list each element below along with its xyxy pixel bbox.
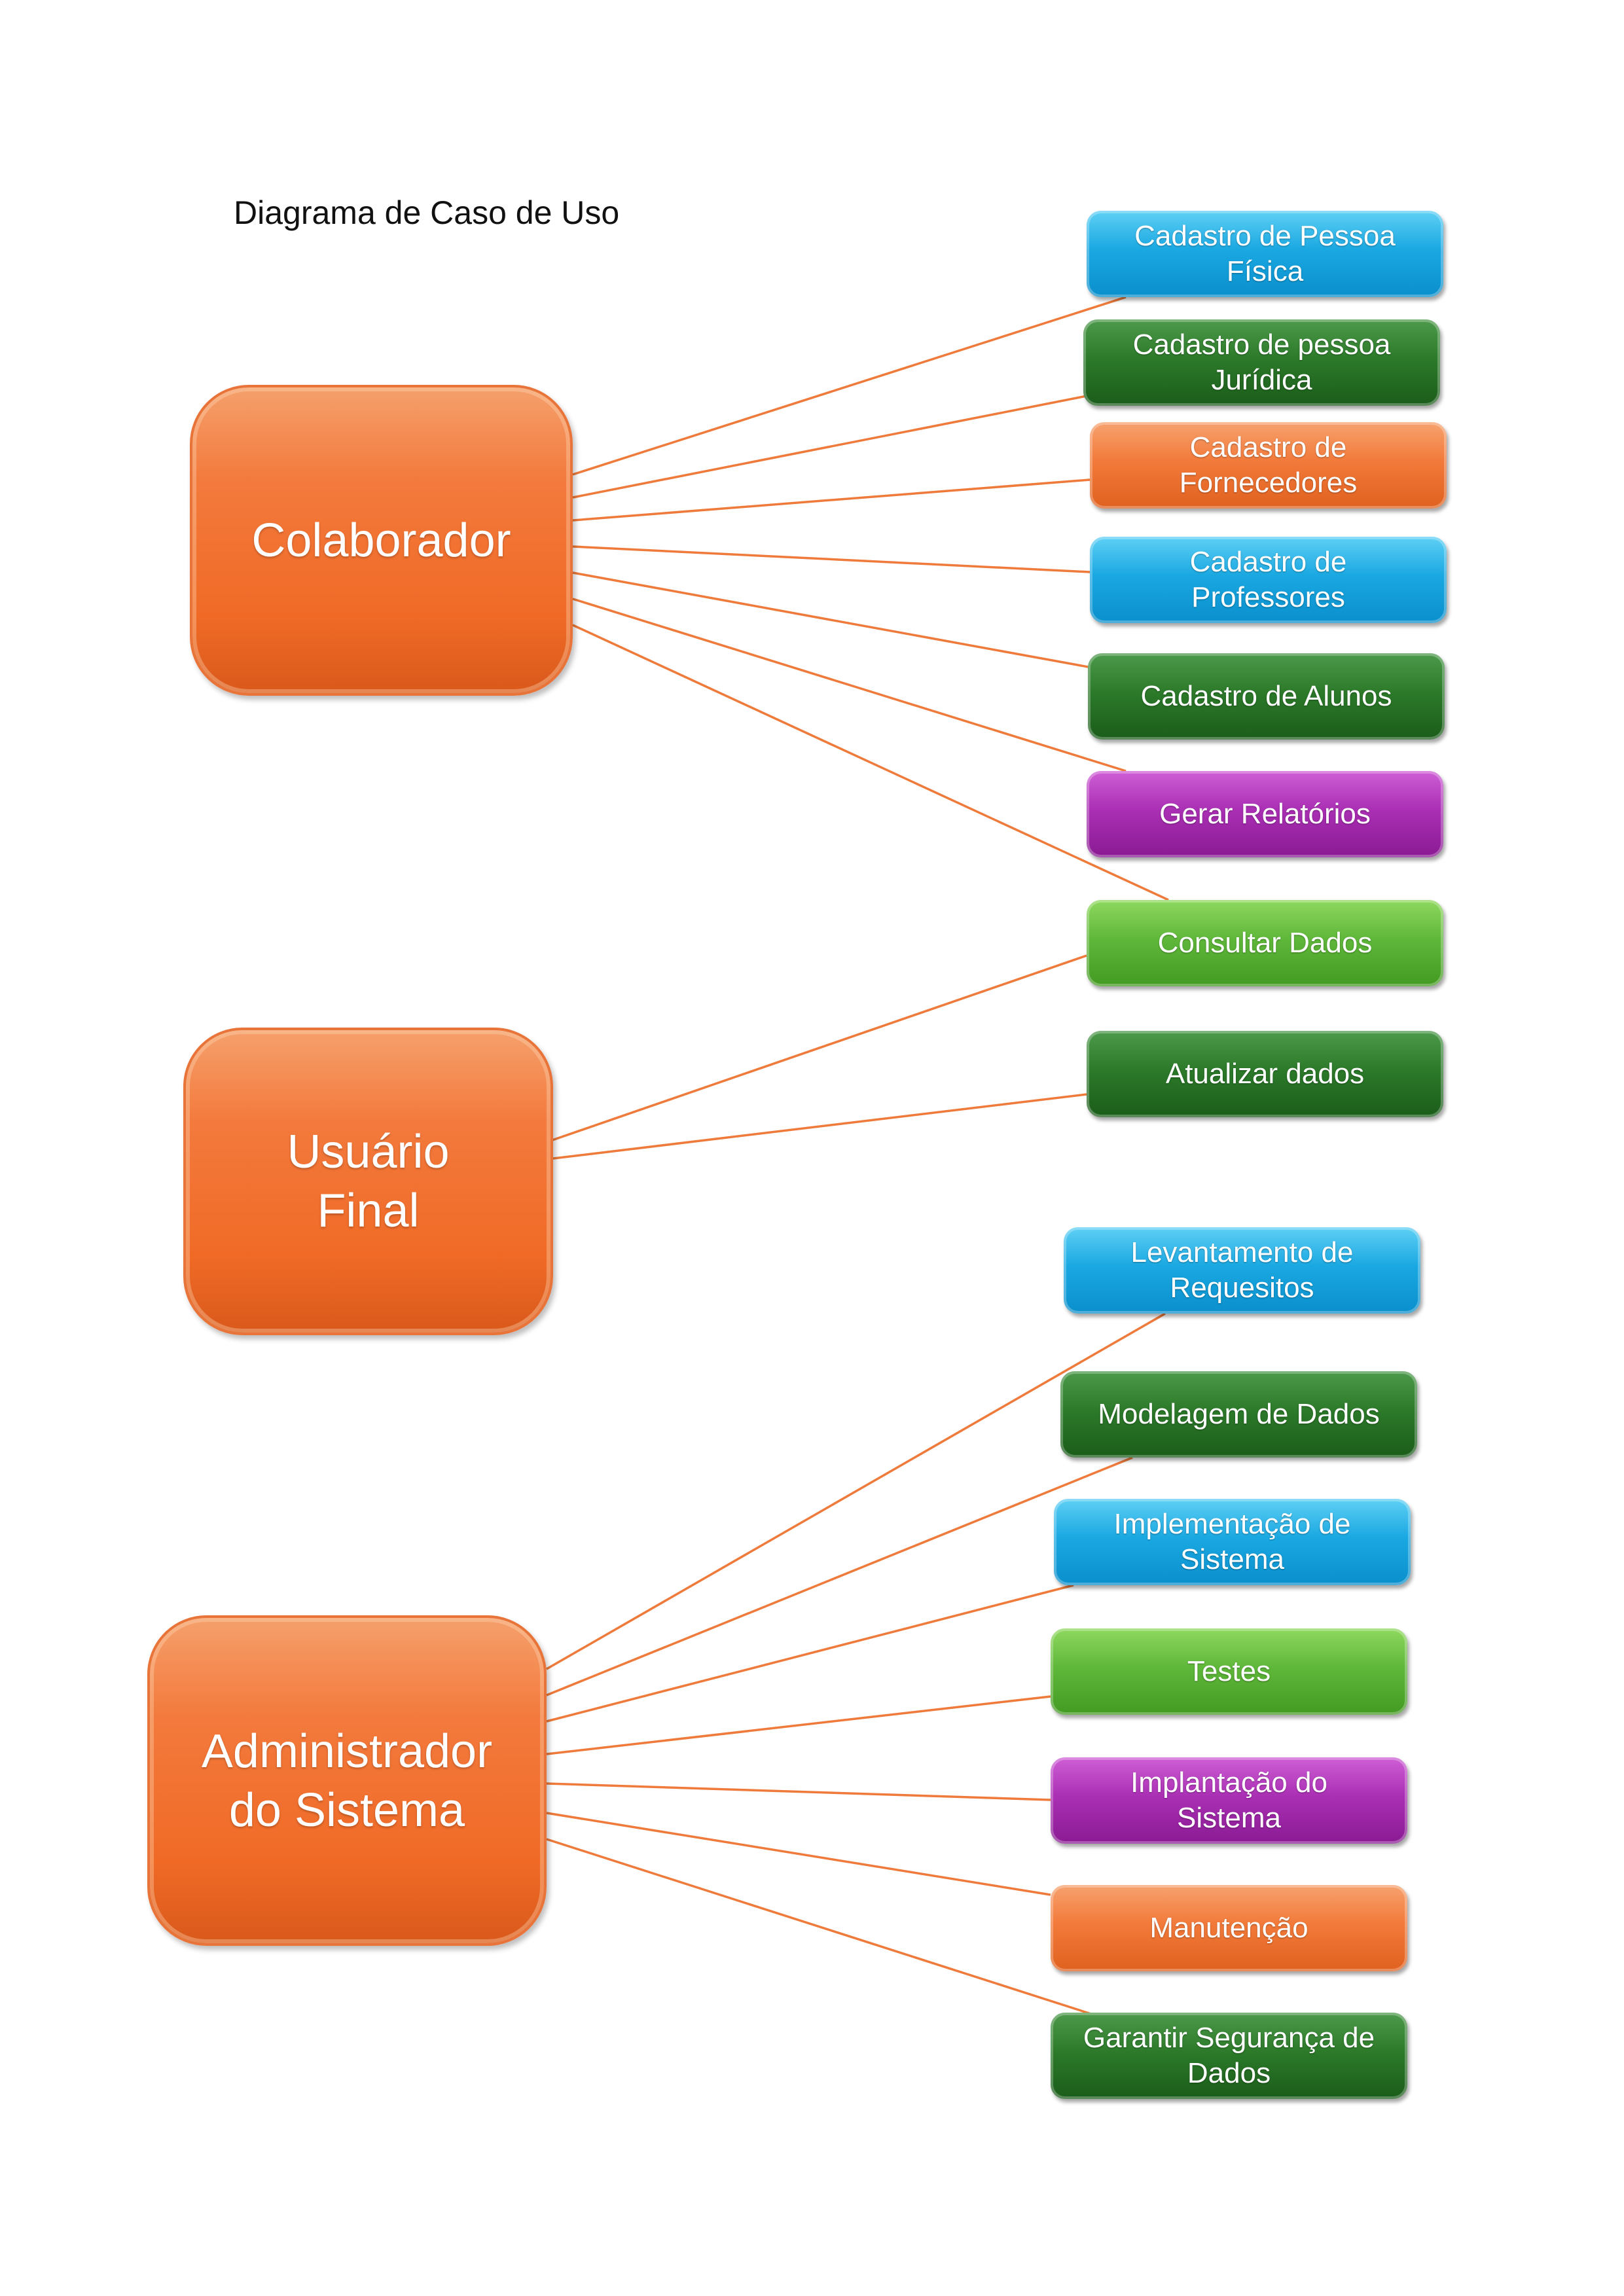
use-case-testes: Testes xyxy=(1051,1628,1407,1715)
use-case-atualizar-dados: Atualizar dados xyxy=(1087,1031,1443,1117)
actor-label: Colaborador xyxy=(251,514,511,567)
use-case-cadastro-de-alunos: Cadastro de Alunos xyxy=(1088,653,1445,740)
use-case-label: Consultar Dados xyxy=(1157,927,1373,959)
use-case-label: Cadastro de Alunos xyxy=(1140,680,1392,712)
connector-colaborador-cadastro-de-pessoa-juridica xyxy=(572,395,1087,499)
connector-admin-testes xyxy=(546,1695,1051,1755)
use-case-consultar-dados: Consultar Dados xyxy=(1087,900,1443,986)
use-case-manutencao: Manutenção xyxy=(1051,1885,1407,1971)
connector-colaborador-gerar-relatorios xyxy=(572,598,1127,772)
connector-admin-implementacao-de-sistema xyxy=(546,1584,1074,1723)
connector-admin-manutencao xyxy=(546,1812,1051,1896)
use-case-label: Atualizar dados xyxy=(1165,1058,1365,1090)
connector-usuario-final-consultar-dados xyxy=(546,954,1087,1143)
use-case-label: Testes xyxy=(1187,1655,1271,1687)
use-case-label: Modelagem de Dados xyxy=(1098,1398,1380,1430)
use-case-label: Gerar Relatórios xyxy=(1159,798,1371,830)
use-case-gerar-relatorios: Gerar Relatórios xyxy=(1087,771,1443,857)
use-case-label: Manutenção xyxy=(1149,1912,1308,1944)
connector-colaborador-cadastro-de-pessoa-fisica xyxy=(572,296,1127,476)
connector-admin-garantir-seguranca-de-dados xyxy=(546,1838,1094,2016)
connector-colaborador-cadastro-de-fornecedores xyxy=(572,478,1091,522)
page-title: Diagrama de Caso de Uso xyxy=(234,194,620,231)
connector-admin-levantamento-de-requesitos xyxy=(546,1312,1166,1670)
connector-colaborador-cadastro-de-alunos xyxy=(572,571,1092,669)
actor-colaborador: Colaborador xyxy=(190,385,573,696)
connector-usuario-final-atualizar-dados xyxy=(552,1093,1087,1160)
use-case-modelagem-de-dados: Modelagem de Dados xyxy=(1060,1371,1417,1458)
connector-admin-modelagem-de-dados xyxy=(546,1456,1133,1696)
connector-colaborador-consultar-dados xyxy=(572,624,1169,901)
connector-colaborador-cadastro-de-professores xyxy=(572,545,1091,573)
connector-admin-implantacao-do-sistema xyxy=(546,1782,1051,1801)
